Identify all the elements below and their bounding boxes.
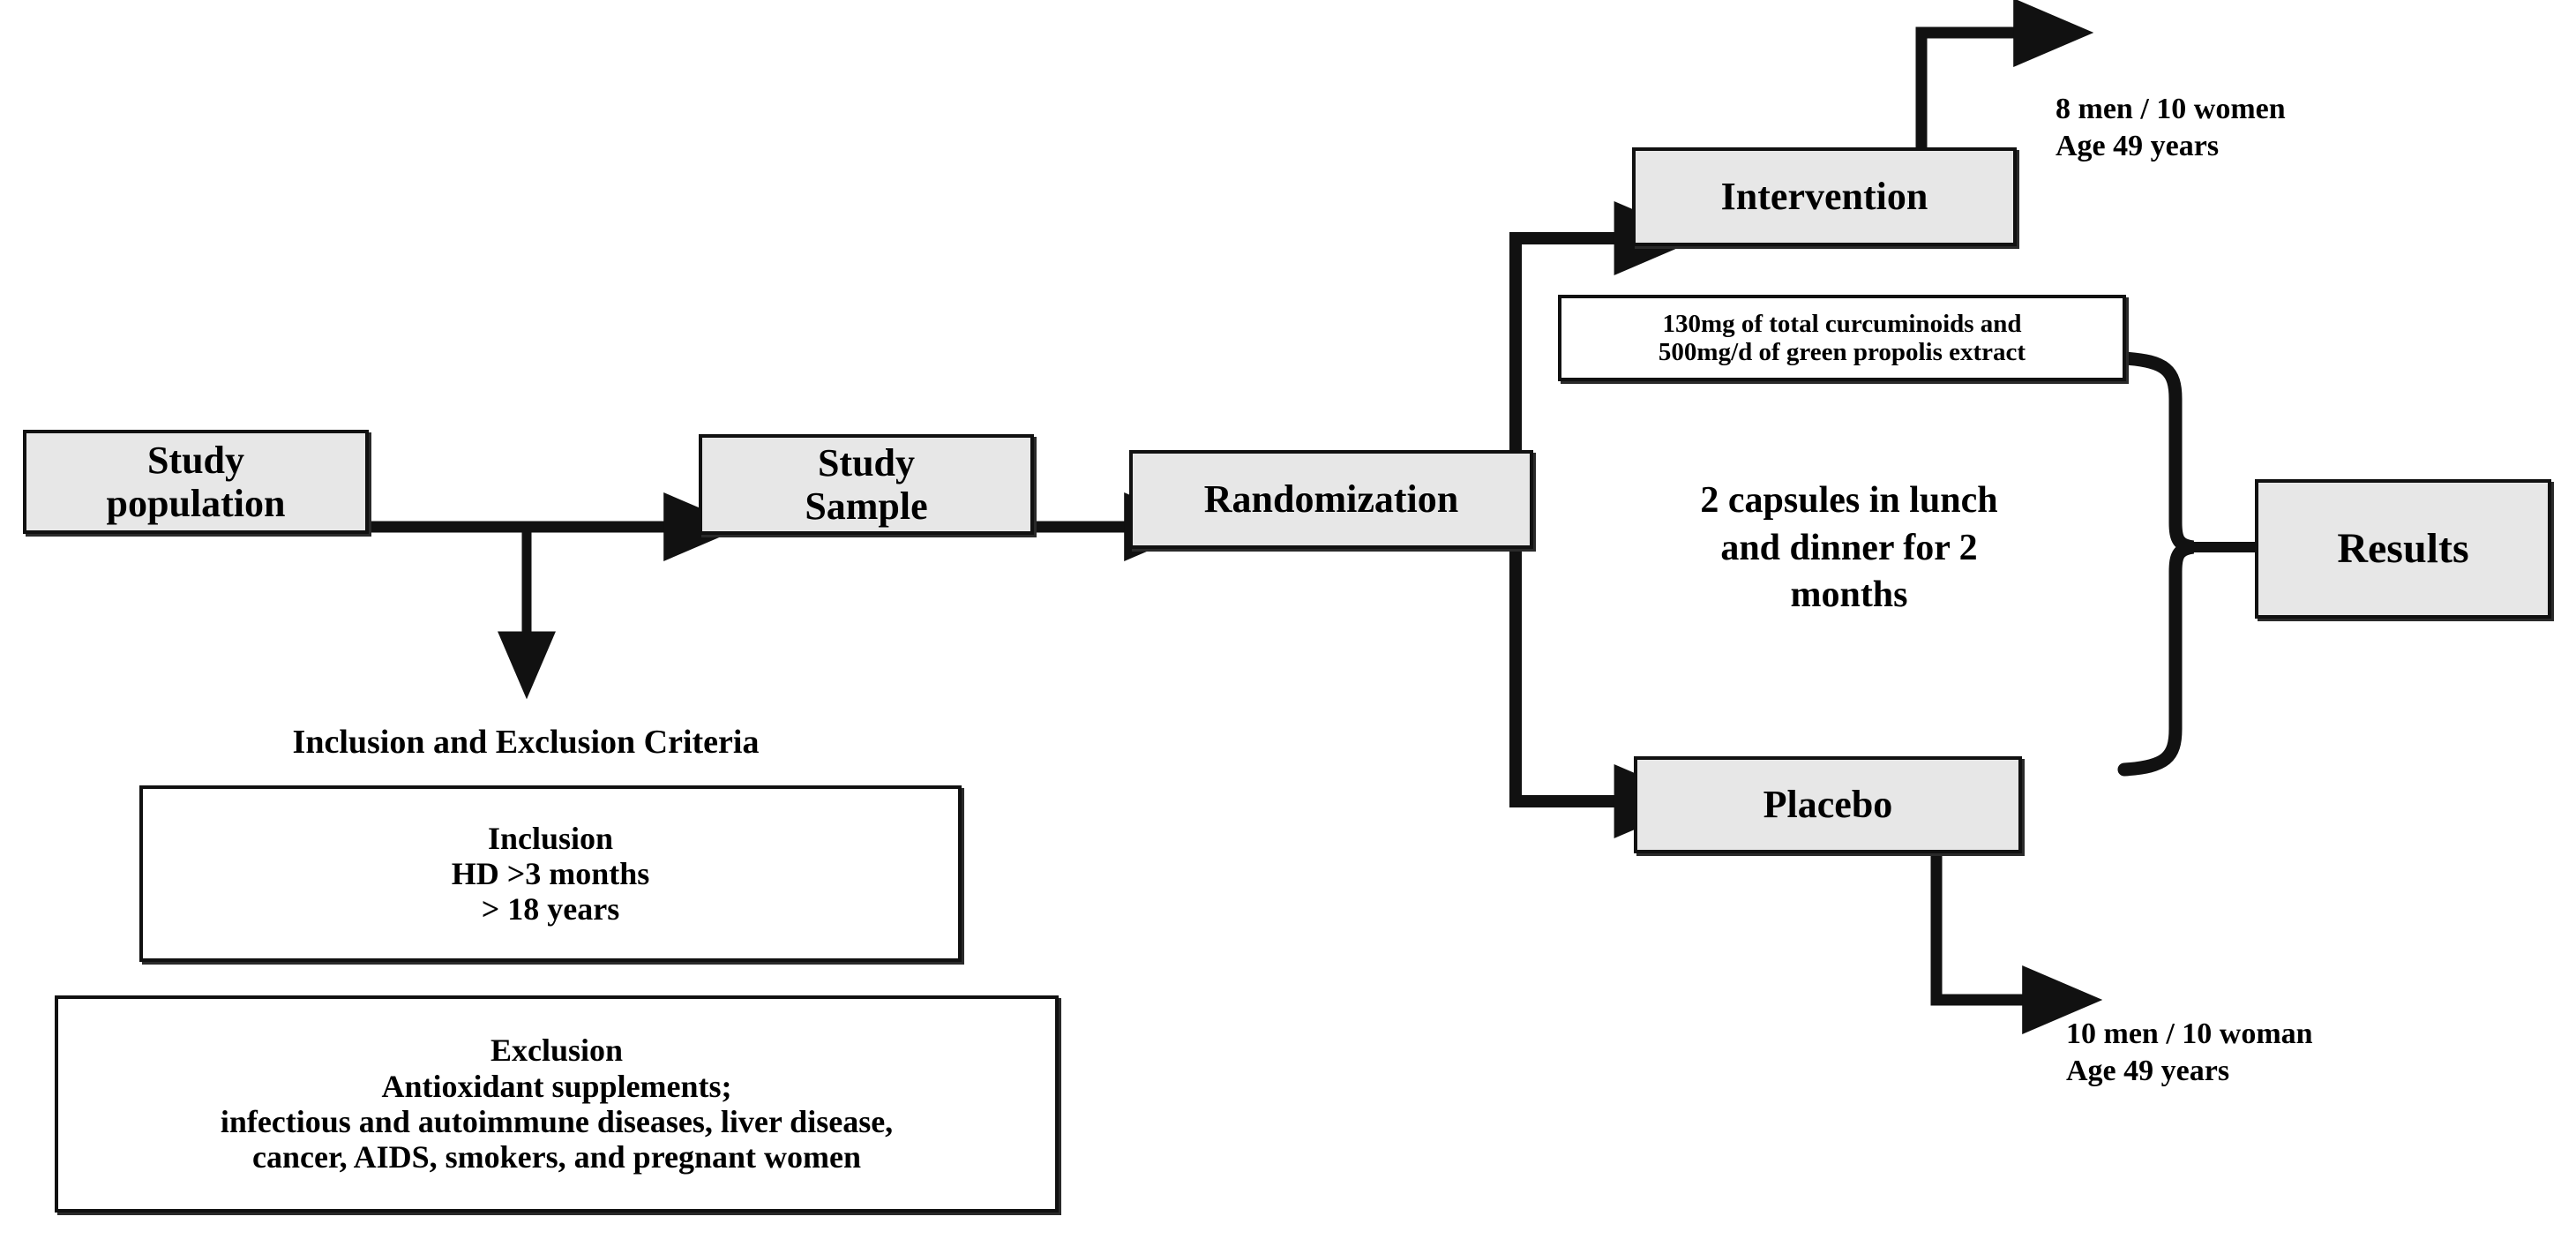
label-regimen: 2 capsules in lunch and dinner for 2 mon… — [1576, 430, 2123, 620]
arrow-placebo-to-group — [1930, 854, 2103, 1034]
node-exclusion-criteria[interactable]: Exclusion Antioxidant supplements; infec… — [55, 995, 1059, 1213]
node-exclusion-criteria-label: Exclusion Antioxidant supplements; infec… — [220, 1032, 894, 1175]
node-dose-details[interactable]: 130mg of total curcuminoids and 500mg/d … — [1558, 295, 2126, 381]
node-intervention-label: Intervention — [1720, 175, 1928, 219]
label-criteria: Inclusion and Exclusion Criteria — [199, 680, 852, 763]
node-study-sample[interactable]: Study Sample — [699, 434, 1034, 535]
node-results-label: Results — [2337, 525, 2469, 573]
label-intervention-group-text: 8 men / 10 women Age 49 years — [2056, 92, 2286, 163]
node-dose-details-label: 130mg of total curcuminoids and 500mg/d … — [1658, 309, 2026, 366]
node-results[interactable]: Results — [2255, 479, 2551, 619]
node-study-sample-label: Study Sample — [805, 440, 928, 528]
node-placebo[interactable]: Placebo — [1634, 756, 2022, 853]
node-study-population-label: Study population — [106, 438, 286, 525]
label-placebo-group-text: 10 men / 10 woman Age 49 years — [2066, 1017, 2313, 1088]
label-regimen-text: 2 capsules in lunch and dinner for 2 mon… — [1700, 479, 1998, 616]
node-study-population[interactable]: Study population — [23, 430, 369, 534]
node-randomization[interactable]: Randomization — [1129, 450, 1533, 549]
node-placebo-label: Placebo — [1763, 783, 1893, 827]
node-inclusion-criteria-label: Inclusion HD >3 months > 18 years — [451, 820, 650, 927]
label-intervention-group: 8 men / 10 women Age 49 years — [2056, 53, 2550, 166]
label-criteria-text: Inclusion and Exclusion Criteria — [292, 723, 760, 761]
node-randomization-label: Randomization — [1203, 477, 1459, 522]
node-inclusion-criteria[interactable]: Inclusion HD >3 months > 18 years — [139, 785, 962, 962]
arrow-intervention-to-group — [1915, 0, 2094, 150]
node-intervention[interactable]: Intervention — [1632, 147, 2017, 246]
brace-groups-to-results — [2117, 351, 2255, 777]
label-placebo-group: 10 men / 10 woman Age 49 years — [2066, 978, 2560, 1091]
